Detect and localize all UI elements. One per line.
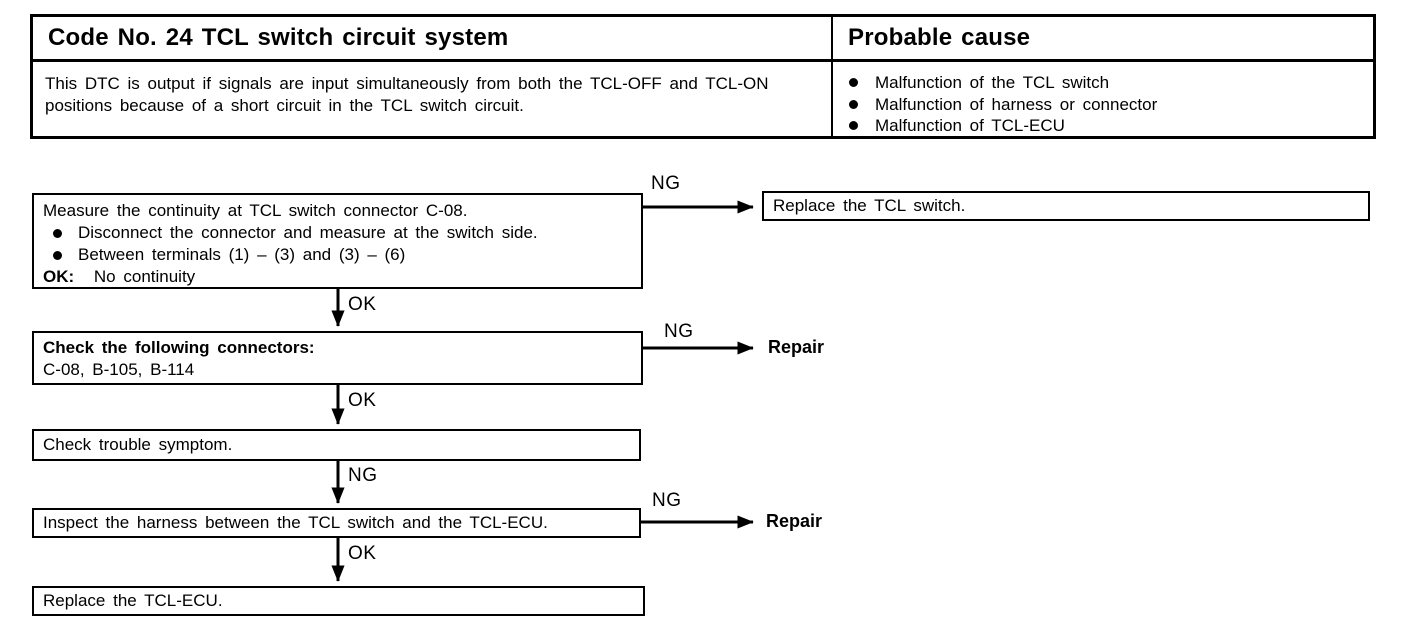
flow-step-check-connectors: Check the following connectors: C-08, B-… — [32, 331, 643, 385]
result-text: Replace the TCL switch. — [773, 196, 966, 215]
bullet-icon — [53, 228, 62, 238]
step-detail: C-08, B-105, B-114 — [43, 360, 195, 379]
code-title: Code No. 24 TCL switch circuit system — [48, 24, 509, 51]
probable-cause-list: Malfunction of the TCL switch Malfunctio… — [833, 62, 1373, 137]
probable-cause-item: Malfunction of harness or connector — [833, 94, 1373, 116]
step-bullet-text: Between terminals (1) – (3) and (3) – (6… — [78, 245, 406, 264]
branch-label-ng: NG — [348, 465, 378, 486]
probable-cause-text: Malfunction of the TCL switch — [875, 73, 1110, 92]
flow-result-repair: Repair — [768, 337, 825, 357]
branch-label-ng: NG — [651, 173, 681, 194]
header-row: Code No. 24 TCL switch circuit system Pr… — [33, 17, 1373, 62]
step-title: Inspect the harness between the TCL swit… — [43, 513, 548, 532]
probable-cause-text: Malfunction of harness or connector — [875, 94, 1158, 114]
probable-cause-item: Malfunction of the TCL switch — [833, 72, 1373, 94]
bullet-icon — [53, 250, 62, 260]
probable-cause-item: Malfunction of TCL-ECU — [833, 115, 1373, 137]
step-bullet-text: Disconnect the connector and measure at … — [78, 223, 538, 242]
ok-condition-value: No continuity — [93, 267, 196, 286]
flow-result-repair: Repair — [766, 511, 823, 531]
bullet-icon — [849, 121, 858, 131]
bullet-icon — [849, 99, 858, 109]
ok-condition-line: OK: No continuity — [43, 266, 633, 288]
flow-result-replace-ecu: Replace the TCL-ECU. — [32, 586, 645, 616]
branch-label-ng: NG — [652, 490, 682, 511]
code-title-cell: Code No. 24 TCL switch circuit system — [33, 17, 833, 59]
step-title: Check the following connectors: — [43, 338, 315, 357]
probable-cause-text: Malfunction of TCL-ECU — [875, 116, 1065, 135]
step-title: Check trouble symptom. — [43, 435, 233, 454]
flow-result-replace-switch: Replace the TCL switch. — [762, 191, 1370, 221]
body-row: This DTC is output if signals are input … — [33, 62, 1373, 137]
ok-condition-label: OK: — [43, 267, 75, 286]
bullet-icon — [849, 78, 858, 88]
result-text: Replace the TCL-ECU. — [43, 591, 223, 610]
flow-step-inspect-harness: Inspect the harness between the TCL swit… — [32, 508, 641, 538]
dtc-description: This DTC is output if signals are input … — [33, 62, 833, 137]
flow-step-measure-continuity: Measure the continuity at TCL switch con… — [32, 193, 643, 289]
step-title: Measure the continuity at TCL switch con… — [43, 201, 468, 220]
step-bullet-item: Between terminals (1) – (3) and (3) – (6… — [43, 244, 633, 266]
branch-label-ok: OK — [348, 294, 377, 315]
probable-cause-title-cell: Probable cause — [833, 17, 1373, 59]
branch-label-ok: OK — [348, 390, 377, 411]
probable-cause-title: Probable cause — [848, 24, 1031, 51]
dtc-header-table: Code No. 24 TCL switch circuit system Pr… — [30, 14, 1376, 139]
step-bullet-item: Disconnect the connector and measure at … — [43, 222, 633, 244]
flow-step-check-symptom: Check trouble symptom. — [32, 429, 641, 461]
branch-label-ok: OK — [348, 543, 377, 564]
branch-label-ng: NG — [664, 321, 694, 342]
probable-cause-cell: Malfunction of the TCL switch Malfunctio… — [833, 62, 1373, 137]
